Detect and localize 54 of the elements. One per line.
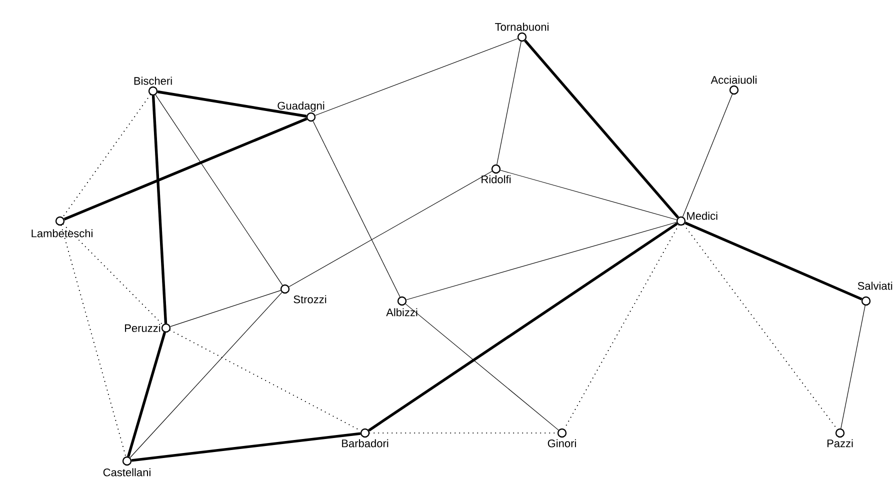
edge <box>130 292 282 458</box>
edge <box>170 290 281 327</box>
edge <box>405 304 559 430</box>
edge <box>288 170 492 288</box>
vertex <box>491 164 501 174</box>
vertex-label: Lambeteschi <box>32 229 92 238</box>
vertex-label: Peruzzi <box>125 324 160 332</box>
edge <box>64 118 308 220</box>
edge <box>368 222 678 432</box>
edge <box>60 224 126 458</box>
edge <box>683 224 838 430</box>
vertex <box>835 428 845 438</box>
edge <box>62 224 164 326</box>
vertex <box>148 86 158 96</box>
edge <box>312 120 400 298</box>
vertex <box>861 296 871 306</box>
vertex-label: Ginori <box>548 439 576 448</box>
vertex <box>557 428 567 438</box>
edge <box>524 40 680 218</box>
vertex <box>360 428 370 438</box>
vertex <box>122 456 132 466</box>
edge <box>840 305 866 429</box>
vertex-label: Ridolfi <box>482 175 511 184</box>
edge <box>684 222 862 300</box>
vertex-label: Medici <box>687 212 718 220</box>
vertex <box>161 323 171 333</box>
vertex-label: Tornabuoni <box>495 22 548 31</box>
edge <box>682 94 733 218</box>
edge <box>152 96 168 324</box>
edge <box>157 90 307 118</box>
edge <box>500 170 677 220</box>
vertex <box>729 85 739 95</box>
vertex <box>517 32 527 42</box>
edge <box>155 94 283 286</box>
vertex-label: Bischeri <box>134 76 172 85</box>
edge <box>62 94 151 218</box>
vertex-label: Acciaiuoli <box>710 76 756 84</box>
vertex <box>306 112 316 122</box>
vertex-label: Albizzi <box>386 308 418 316</box>
vertex-label: Pazzi <box>827 439 853 448</box>
vertex <box>397 296 407 306</box>
vertex-label: Strozzi <box>294 295 326 304</box>
vertex-label: Barbadori <box>342 439 388 448</box>
vertex-label: Salviati <box>858 282 892 290</box>
vertex-label: Castellani <box>103 468 150 476</box>
vertex-label: Guadagni <box>278 102 324 112</box>
vertex <box>280 284 290 294</box>
edge <box>315 38 518 116</box>
vertex <box>55 216 65 226</box>
edge <box>406 222 677 300</box>
edge <box>496 41 522 165</box>
edge <box>131 432 361 462</box>
vertex <box>676 216 686 226</box>
edge <box>127 332 166 457</box>
